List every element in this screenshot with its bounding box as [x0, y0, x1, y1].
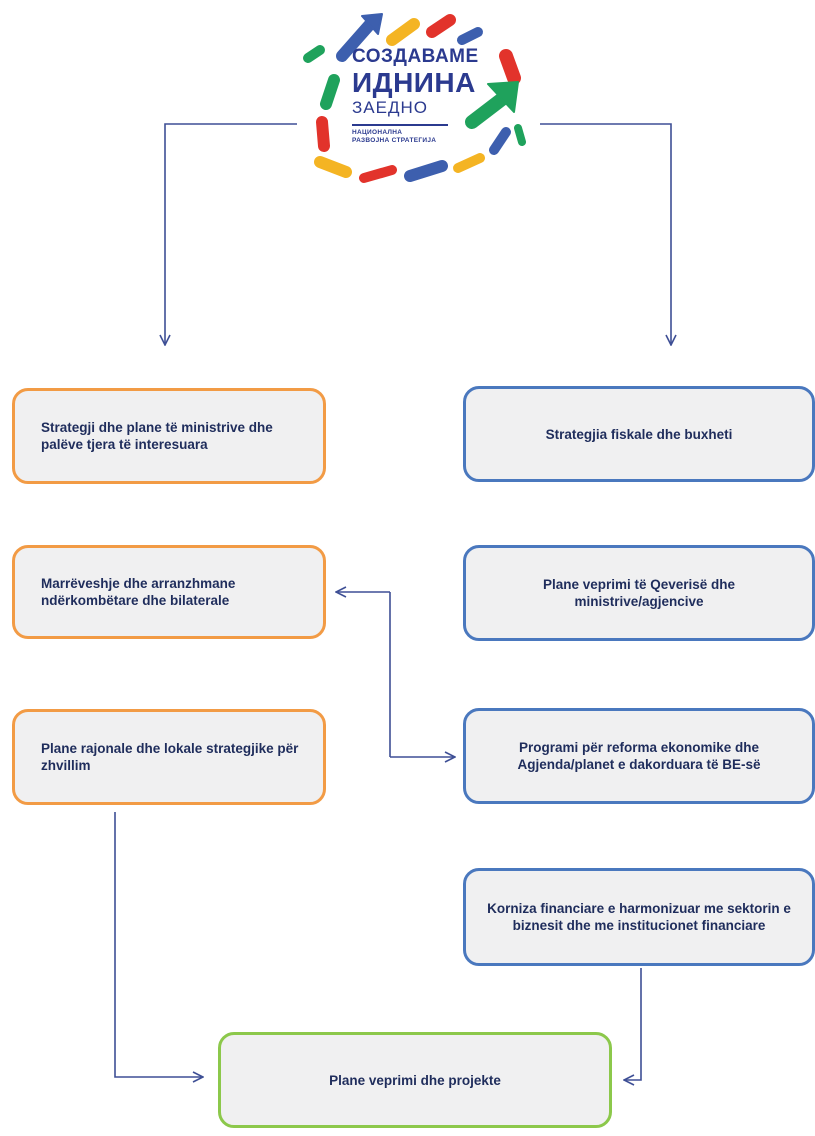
- box-government-action-plans: Plane veprimi të Qeverisë dhe ministrive…: [463, 545, 815, 641]
- logo-line-2: ИДНИНА: [352, 67, 476, 98]
- box-financial-framework-label: Korniza financiare e harmonizuar me sekt…: [487, 901, 791, 933]
- box-regional-plans: Plane rajonale dhe lokale strategjike pë…: [12, 709, 326, 805]
- box-fiscal-strategy: Strategjia fiskale dhe buxheti: [463, 386, 815, 482]
- logo-line-3: ЗАЕДНО: [352, 98, 428, 117]
- arrow-logo-to-right-column: [540, 123, 671, 345]
- box-international-agreements: Marrëveshje dhe arranzhmane ndërkombëtar…: [12, 545, 326, 639]
- box-fiscal-strategy-label: Strategjia fiskale dhe buxheti: [545, 426, 733, 442]
- box-government-action-plans-label: Plane veprimi të Qeverisë dhe ministrive…: [542, 577, 736, 609]
- box-ministries-strategies: Strategji dhe plane të ministrive dhe pa…: [12, 388, 326, 484]
- box-ministries-strategies-label: Strategji dhe plane të ministrive dhe pa…: [41, 420, 273, 452]
- box-economic-reform-program-label: Programi për reforma ekonomike dhe Agjen…: [517, 740, 761, 772]
- logo-subtitle-1: НАЦИОНАЛНА: [352, 128, 403, 136]
- box-action-plans-projects: Plane veprimi dhe projekte: [218, 1032, 612, 1128]
- box-regional-plans-label: Plane rajonale dhe lokale strategjike pë…: [41, 741, 299, 773]
- logo-line-1: СОЗДАВАМЕ: [352, 46, 479, 67]
- logo-graphic: [303, 13, 526, 183]
- box-financial-framework: Korniza financiare e harmonizuar me sekt…: [463, 868, 815, 966]
- logo-wordmark: СОЗДАВАМЕ ИДНИНА ЗАЕДНО НАЦИОНАЛНА РАЗВО…: [352, 46, 479, 145]
- box-international-agreements-label: Marrëveshje dhe arranzhmane ndërkombëtar…: [41, 576, 236, 608]
- box-action-plans-projects-label: Plane veprimi dhe projekte: [329, 1072, 501, 1088]
- logo-subtitle-2: РАЗВОЈНА СТРАТЕГИЈА: [352, 136, 437, 144]
- logo-divider: [352, 124, 448, 126]
- arrow-financial-to-action-plans: [624, 968, 642, 1080]
- arrow-regional-to-action-plans: [114, 812, 203, 1077]
- arrow-logo-to-left-column: [165, 123, 297, 345]
- box-economic-reform-program: Programi për reforma ekonomike dhe Agjen…: [463, 708, 815, 804]
- logo: СОЗДАВАМЕ ИДНИНА ЗАЕДНО НАЦИОНАЛНА РАЗВО…: [292, 10, 538, 188]
